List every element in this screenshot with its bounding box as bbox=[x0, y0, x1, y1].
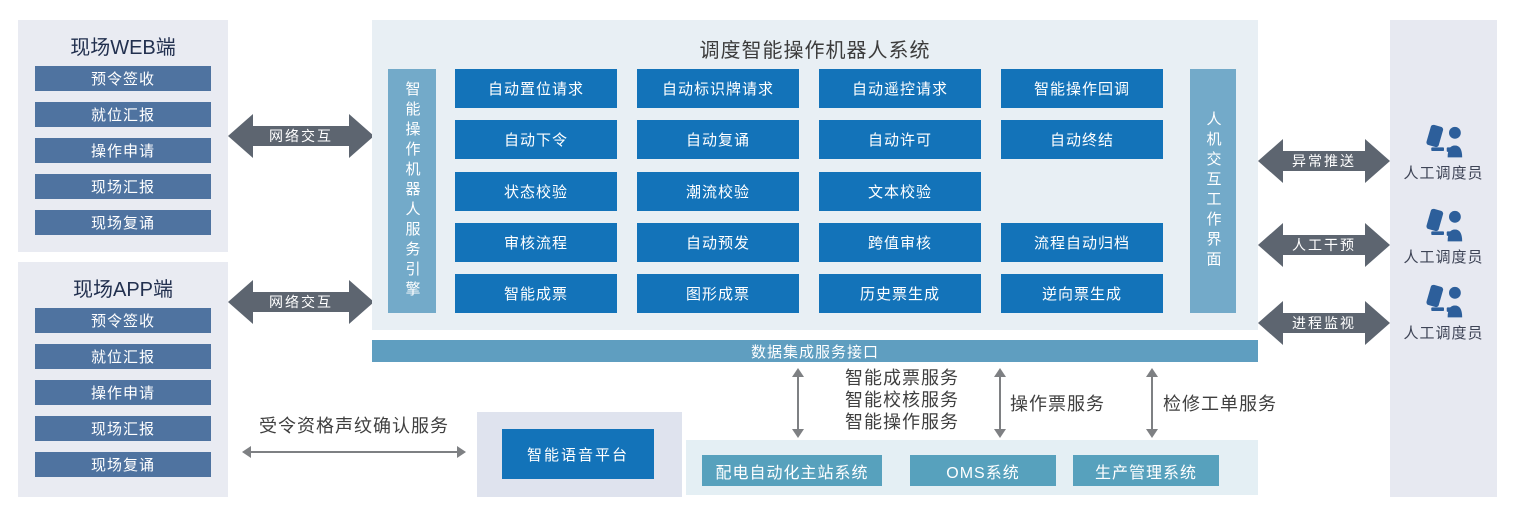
voice-service-arrow bbox=[242, 445, 466, 459]
web-item: 预令签收 bbox=[35, 66, 211, 91]
function-block: 跨值审核 bbox=[819, 223, 981, 262]
web-panel-title: 现场WEB端 bbox=[70, 36, 176, 59]
arrow-head-left-icon bbox=[242, 446, 251, 458]
web-item: 操作申请 bbox=[35, 138, 211, 163]
function-block: 自动终结 bbox=[1001, 120, 1163, 159]
arrow-head-up-icon bbox=[792, 368, 804, 377]
web-item: 现场汇报 bbox=[35, 174, 211, 199]
integration-service-label-3: 检修工单服务 bbox=[1163, 394, 1277, 414]
function-block: 状态校验 bbox=[455, 172, 617, 211]
main-system-title: 调度智能操作机器人系统 bbox=[699, 40, 931, 62]
engine-bar: 智能操作机器人服务引擎 bbox=[388, 69, 436, 313]
function-block: 潮流校验 bbox=[637, 172, 799, 211]
operator-label: 人工调度员 bbox=[1403, 165, 1484, 182]
function-block: 自动预发 bbox=[637, 223, 799, 262]
operator-label: 人工调度员 bbox=[1403, 249, 1484, 266]
arrow-head-up-icon bbox=[1146, 368, 1158, 377]
arrow-line bbox=[797, 377, 799, 429]
app-panel-items: 预令签收 就位汇报 操作申请 现场汇报 现场复诵 bbox=[18, 306, 228, 477]
voice-platform-panel: 智能语音平台 bbox=[477, 412, 682, 497]
voice-platform-box: 智能语音平台 bbox=[502, 429, 654, 479]
service-line: 智能操作服务 bbox=[845, 412, 959, 432]
operator-group: 人工调度员 bbox=[1390, 124, 1497, 183]
operator-group: 人工调度员 bbox=[1390, 208, 1497, 267]
web-item: 现场复诵 bbox=[35, 210, 211, 235]
network-arrow-web: 网络交互 bbox=[228, 114, 374, 158]
app-item: 操作申请 bbox=[35, 380, 211, 405]
manual-intervention-arrow: 人工干预 bbox=[1258, 223, 1390, 267]
network-arrow-label: 网络交互 bbox=[253, 126, 349, 146]
app-panel-title: 现场APP端 bbox=[72, 278, 174, 301]
arrow-head-right-icon bbox=[1365, 223, 1390, 267]
arrow-head-down-icon bbox=[1146, 429, 1158, 438]
function-block: 自动复诵 bbox=[637, 120, 799, 159]
function-block: 自动下令 bbox=[455, 120, 617, 159]
exception-push-arrow: 异常推送 bbox=[1258, 139, 1390, 183]
function-block: 自动标识牌请求 bbox=[637, 69, 799, 108]
operators-panel: 人工调度员 人工调度员 bbox=[1390, 20, 1497, 497]
external-systems-panel: 配电自动化主站系统 OMS系统 生产管理系统 bbox=[686, 440, 1258, 495]
voice-service-label: 受令资格声纹确认服务 bbox=[259, 416, 449, 436]
app-item: 现场汇报 bbox=[35, 416, 211, 441]
function-block: 审核流程 bbox=[455, 223, 617, 262]
function-block: 流程自动归档 bbox=[1001, 223, 1163, 262]
arrow-head-left-icon bbox=[1258, 139, 1283, 183]
operator-group: 人工调度员 bbox=[1390, 284, 1497, 343]
arrow-head-right-icon bbox=[457, 446, 466, 458]
app-item: 现场复诵 bbox=[35, 452, 211, 477]
function-block: 自动遥控请求 bbox=[819, 69, 981, 108]
dispatcher-at-desk-icon bbox=[1425, 284, 1462, 318]
web-panel-items: 预令签收 就位汇报 操作申请 现场汇报 现场复诵 bbox=[18, 64, 228, 235]
function-block: 自动许可 bbox=[819, 120, 981, 159]
app-panel: 现场APP端 预令签收 就位汇报 操作申请 现场汇报 现场复诵 bbox=[18, 262, 228, 497]
app-item: 就位汇报 bbox=[35, 344, 211, 369]
system-box-pms: 生产管理系统 bbox=[1073, 455, 1219, 486]
app-item: 预令签收 bbox=[35, 308, 211, 333]
arrow-line bbox=[999, 377, 1001, 429]
arrow-head-right-icon bbox=[1365, 301, 1390, 345]
function-block: 逆向票生成 bbox=[1001, 274, 1163, 313]
exception-push-label: 异常推送 bbox=[1283, 151, 1365, 171]
function-block: 文本校验 bbox=[819, 172, 981, 211]
hmi-bar: 人机交互工作界面 bbox=[1190, 69, 1236, 313]
web-panel: 现场WEB端 预令签收 就位汇报 操作申请 现场汇报 现场复诵 bbox=[18, 20, 228, 252]
integration-arrow-2 bbox=[993, 368, 1007, 438]
arrow-head-right-icon bbox=[349, 280, 374, 324]
arrow-head-right-icon bbox=[349, 114, 374, 158]
network-arrow-app: 网络交互 bbox=[228, 280, 374, 324]
service-line: 智能成票服务 bbox=[845, 368, 959, 388]
integration-arrow-1 bbox=[791, 368, 805, 438]
function-block: 智能操作回调 bbox=[1001, 69, 1163, 108]
web-item: 就位汇报 bbox=[35, 102, 211, 127]
arrow-head-left-icon bbox=[228, 280, 253, 324]
arrow-head-left-icon bbox=[1258, 301, 1283, 345]
arrow-head-up-icon bbox=[994, 368, 1006, 377]
process-monitor-label: 进程监视 bbox=[1283, 313, 1365, 333]
arrow-head-right-icon bbox=[1365, 139, 1390, 183]
operator-label: 人工调度员 bbox=[1403, 325, 1484, 342]
data-bus-bar: 数据集成服务接口 bbox=[372, 340, 1258, 362]
arrow-head-left-icon bbox=[1258, 223, 1283, 267]
dispatcher-at-desk-icon bbox=[1425, 124, 1462, 158]
process-monitor-arrow: 进程监视 bbox=[1258, 301, 1390, 345]
function-block: 自动置位请求 bbox=[455, 69, 617, 108]
arrow-head-down-icon bbox=[792, 429, 804, 438]
arrow-head-down-icon bbox=[994, 429, 1006, 438]
manual-intervention-label: 人工干预 bbox=[1283, 235, 1365, 255]
integration-service-label-1: 智能成票服务 智能校核服务 智能操作服务 bbox=[845, 367, 959, 433]
arrow-head-left-icon bbox=[228, 114, 253, 158]
function-block: 图形成票 bbox=[637, 274, 799, 313]
integration-service-label-2: 操作票服务 bbox=[1010, 394, 1105, 414]
network-arrow-label: 网络交互 bbox=[253, 292, 349, 312]
main-system-panel: 调度智能操作机器人系统 智能操作机器人服务引擎 人机交互工作界面 自动置位请求 … bbox=[372, 20, 1258, 330]
function-block: 智能成票 bbox=[455, 274, 617, 313]
dispatcher-at-desk-icon bbox=[1425, 208, 1462, 242]
service-line: 智能校核服务 bbox=[845, 390, 959, 410]
arrow-line bbox=[1151, 377, 1153, 429]
arrow-line bbox=[251, 451, 457, 453]
function-block: 历史票生成 bbox=[819, 274, 981, 313]
integration-arrow-3 bbox=[1145, 368, 1159, 438]
system-box-dms: 配电自动化主站系统 bbox=[702, 455, 882, 486]
system-box-oms: OMS系统 bbox=[910, 455, 1056, 486]
